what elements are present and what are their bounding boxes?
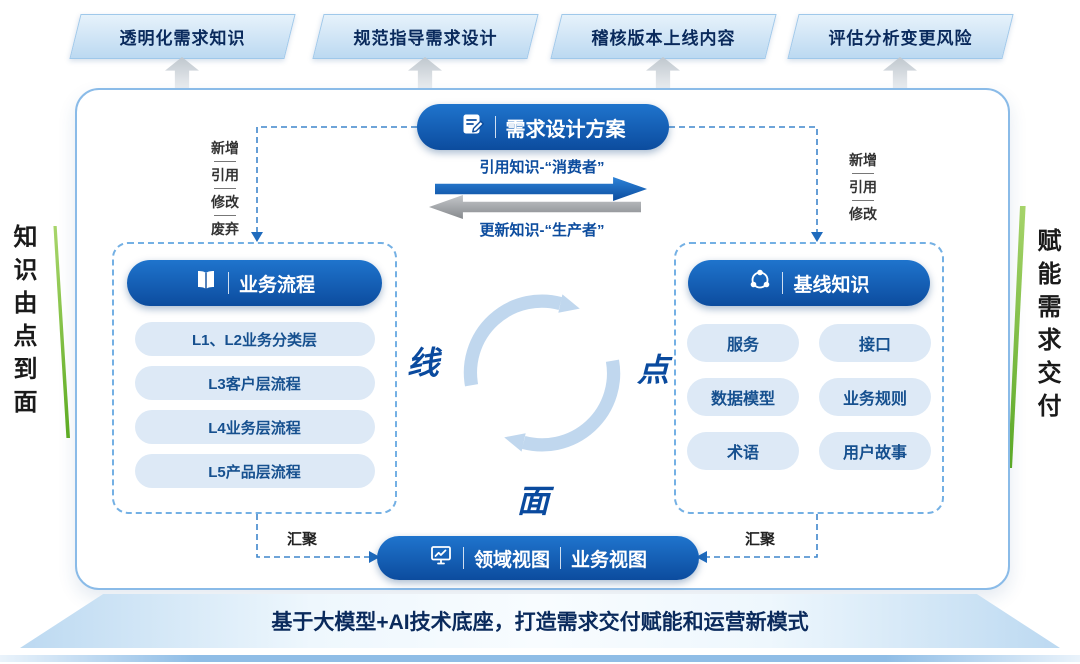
ops-divider xyxy=(214,215,236,216)
pen-document-icon xyxy=(461,112,485,142)
business-process-header: 业务流程 xyxy=(127,260,382,306)
ops-divider xyxy=(214,188,236,189)
ops-divider xyxy=(852,173,874,174)
book-icon xyxy=(194,268,218,298)
benefit-banner-4: 评估分析变更风险 xyxy=(793,14,1008,59)
cycle-label-surface: 面 xyxy=(517,483,550,519)
op-label: 修改 xyxy=(211,194,239,210)
benefit-banner-3-label: 稽核版本上线内容 xyxy=(591,29,736,48)
views-pill: 领域视图 业务视图 xyxy=(377,536,699,580)
cycle-label-line: 线 xyxy=(407,345,440,381)
knowledge-asset-item: 术语 xyxy=(687,432,799,470)
network-nodes-icon xyxy=(748,268,772,298)
design-plan-title: 需求设计方案 xyxy=(505,118,626,141)
pill-divider xyxy=(462,547,464,569)
op-label: 新增 xyxy=(849,152,877,168)
domain-view-label: 领域视图 xyxy=(473,549,550,571)
left-operations-list: 新增 引用 修改 废弃 xyxy=(203,138,247,239)
pill-divider xyxy=(560,547,561,569)
right-caption: 赋能需求交付 xyxy=(1033,228,1060,426)
consume-knowledge-label: 引用知识-“消费者” xyxy=(479,159,605,176)
knowledge-asset-item: 用户故事 xyxy=(819,432,931,470)
right-operations-list: 新增 引用 修改 xyxy=(841,150,885,224)
process-layer-item: L5产品层流程 xyxy=(134,454,375,488)
benefit-banner-4-label: 评估分析变更风险 xyxy=(828,29,973,48)
baseline-knowledge-header: 基线知识 xyxy=(688,260,930,306)
design-plan-pill: 需求设计方案 xyxy=(417,104,669,150)
knowledge-asset-item: 业务规则 xyxy=(819,378,931,416)
monitor-chart-icon xyxy=(429,543,453,573)
converge-left-label: 汇聚 xyxy=(287,531,318,548)
produce-knowledge-label: 更新知识-“生产者” xyxy=(479,222,605,239)
main-panel: 需求设计方案 引用知识-“消费者” 更新知识-“生产者” 新增 引用 修改 废弃… xyxy=(75,88,1010,590)
bottom-edge-bar xyxy=(0,655,1080,662)
benefit-banner-3: 稽核版本上线内容 xyxy=(556,14,771,59)
cycle-arrows-icon xyxy=(463,294,621,452)
op-label: 引用 xyxy=(211,167,239,183)
converge-right-label: 汇聚 xyxy=(745,531,776,548)
op-label: 废弃 xyxy=(211,221,239,237)
process-layer-item: L1、L2业务分类层 xyxy=(134,322,375,356)
knowledge-asset-grid: 服务 接口 数据模型 业务规则 术语 用户故事 xyxy=(687,324,931,470)
footer-text-suffix: 技术底座，打造需求交付赋能和运营新模式 xyxy=(409,611,809,634)
cycle-label-point: 点 xyxy=(637,352,670,388)
up-arrow-icon xyxy=(408,57,442,88)
footer-text-highlight: 大模型+AI xyxy=(313,611,410,634)
ops-divider xyxy=(852,200,874,201)
right-arrow-icon xyxy=(435,177,647,201)
op-label: 引用 xyxy=(849,179,877,195)
business-process-title: 业务流程 xyxy=(238,274,315,296)
left-caption: 知识由点到面 xyxy=(9,224,36,422)
benefit-banner-1: 透明化需求知识 xyxy=(75,14,290,59)
benefit-banner-2-label: 规范指导需求设计 xyxy=(353,29,498,48)
process-layer-item: L4业务层流程 xyxy=(134,410,375,444)
left-accent-line xyxy=(53,226,70,438)
benefit-banner-2: 规范指导需求设计 xyxy=(318,14,533,59)
process-layer-item: L3客户层流程 xyxy=(134,366,375,400)
left-arrow-icon xyxy=(429,195,641,219)
op-label: 修改 xyxy=(849,206,877,222)
business-view-label: 业务视图 xyxy=(571,549,648,571)
process-layer-list: L1、L2业务分类层 L3客户层流程 L4业务层流程 L5产品层流程 xyxy=(134,322,375,488)
benefit-banner-1-label: 透明化需求知识 xyxy=(119,29,246,48)
baseline-knowledge-panel: 基线知识 服务 接口 数据模型 业务规则 术语 用户故事 xyxy=(674,242,944,514)
knowledge-asset-item: 服务 xyxy=(687,324,799,362)
pill-divider xyxy=(227,272,229,294)
footer-text-prefix: 基于 xyxy=(271,611,314,634)
business-process-panel: 业务流程 L1、L2业务分类层 L3客户层流程 L4业务层流程 L5产品层流程 xyxy=(112,242,397,514)
op-label: 新增 xyxy=(211,140,239,156)
knowledge-asset-item: 数据模型 xyxy=(687,378,799,416)
up-arrow-icon xyxy=(165,57,199,88)
knowledge-asset-item: 接口 xyxy=(819,324,931,362)
ops-divider xyxy=(214,161,236,162)
pill-divider xyxy=(782,272,784,294)
baseline-knowledge-title: 基线知识 xyxy=(793,274,870,296)
up-arrow-icon xyxy=(883,57,917,88)
up-arrow-icon xyxy=(646,57,680,88)
pill-divider xyxy=(494,116,496,138)
